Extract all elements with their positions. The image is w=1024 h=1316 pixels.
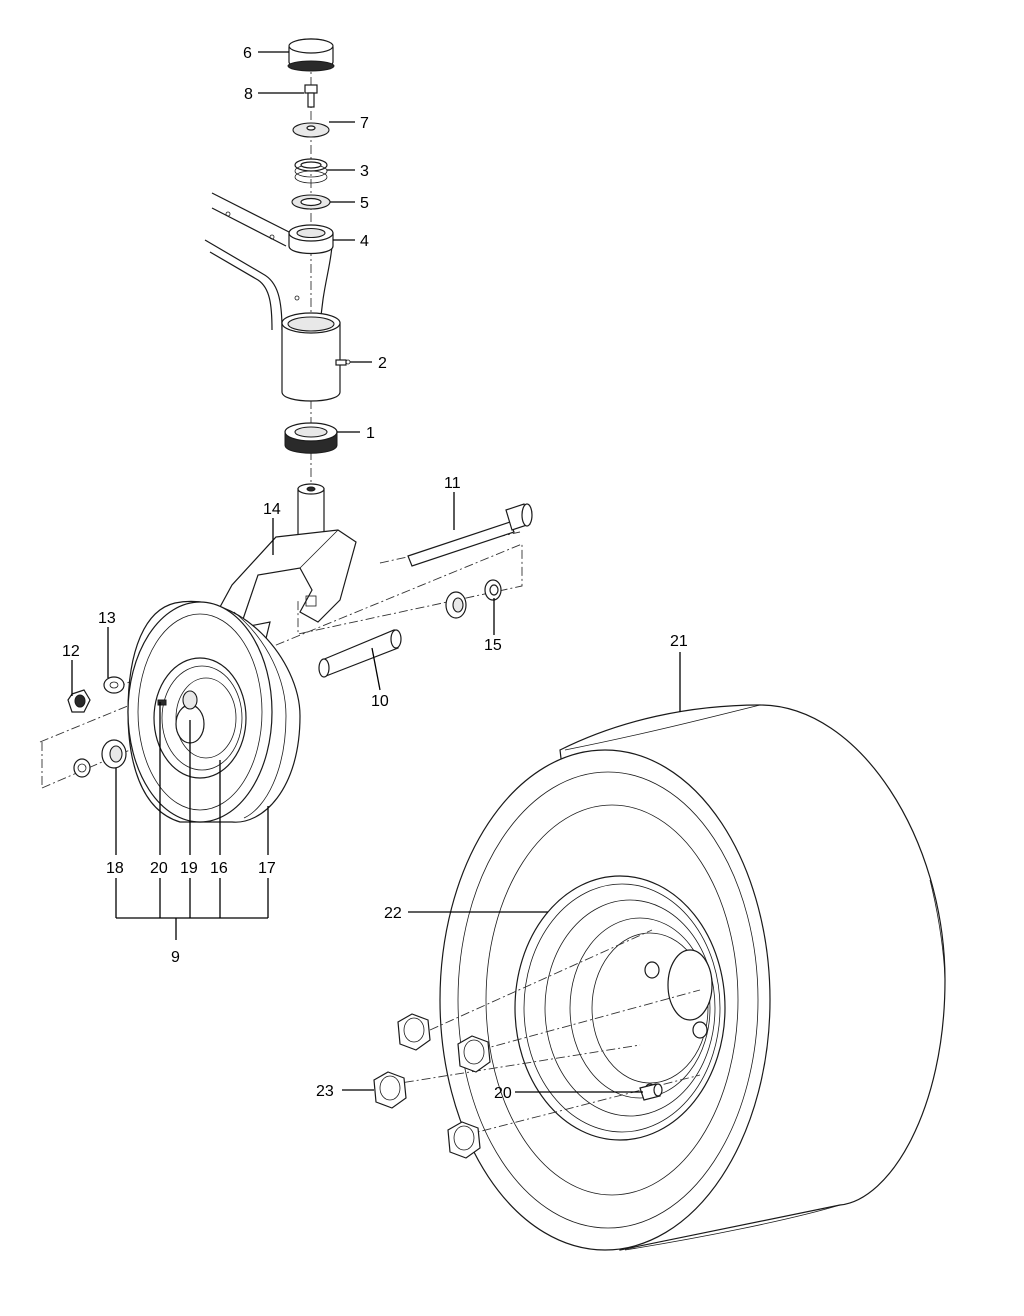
cap-bolt [304, 84, 318, 108]
top-washer [292, 122, 330, 138]
callout-2: 2 [378, 355, 387, 372]
callout-15: 15 [484, 637, 502, 654]
callout-6: 6 [243, 45, 252, 62]
callout-5: 5 [360, 195, 369, 212]
callout-8: 8 [244, 86, 253, 103]
callout-13: 13 [98, 610, 116, 627]
top-bearing [288, 224, 334, 255]
bottom-bearing [284, 422, 338, 454]
callout-4: 4 [360, 233, 369, 250]
lug-nut-4 [447, 1121, 481, 1159]
callout-18: 18 [106, 860, 124, 877]
callout-3: 3 [360, 163, 369, 180]
retaining-ring [294, 158, 328, 184]
caster-nut [67, 689, 91, 713]
lug-stud-lines [387, 929, 701, 1136]
pivot-housing-tube [281, 312, 341, 402]
callout-1: 1 [366, 425, 375, 442]
caster-wheel-bearings [73, 739, 127, 778]
lug-nut-2 [457, 1035, 491, 1073]
lug-nut-3 [373, 1071, 407, 1109]
lug-nut-1 [397, 1013, 431, 1051]
callout-21: 21 [670, 633, 688, 650]
spacer-tube [318, 629, 402, 678]
leader-lines [71, 51, 681, 1093]
callout-19: 19 [180, 860, 198, 877]
caster-rim [153, 657, 247, 779]
caster-valve-stem [157, 699, 167, 706]
callout-12: 12 [62, 643, 80, 660]
grease-fitting [335, 359, 351, 366]
spacer-washer [291, 194, 331, 210]
callout-23: 23 [316, 1083, 334, 1100]
callout-9: 9 [171, 949, 180, 966]
callout-7: 7 [360, 115, 369, 132]
callout-10: 10 [371, 693, 389, 710]
callout-labels: 6 8 7 3 5 4 2 1 11 14 13 12 15 10 21 18 … [62, 45, 688, 1102]
drive-valve-stem [639, 1083, 663, 1101]
callout-11: 11 [444, 475, 461, 492]
dust-cap [287, 38, 335, 72]
drive-rim [514, 875, 726, 1141]
callout-20-drive: 20 [494, 1085, 512, 1102]
callout-14: 14 [263, 501, 281, 518]
callout-22: 22 [384, 905, 402, 922]
caster-washer [103, 676, 125, 694]
callout-16: 16 [210, 860, 228, 877]
right-spacer-washers [445, 579, 502, 619]
callout-17: 17 [258, 860, 276, 877]
axle-bolt [407, 503, 533, 567]
callout-20-caster: 20 [150, 860, 168, 877]
caster-arm-frame [204, 192, 333, 331]
